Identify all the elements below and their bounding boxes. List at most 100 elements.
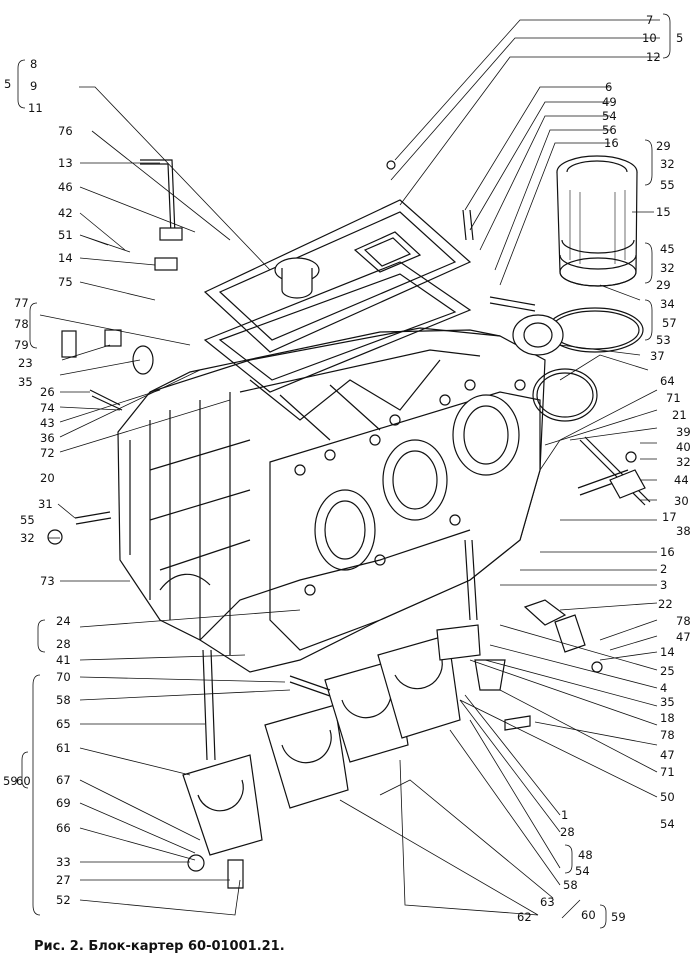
label-21: 21: [672, 408, 687, 422]
label-54a: 54: [602, 109, 617, 123]
label-3: 3: [660, 578, 667, 592]
label-28b: 28: [560, 825, 575, 839]
label-5-left: 5: [4, 77, 11, 91]
label-27: 27: [56, 873, 71, 887]
label-2: 2: [660, 562, 667, 576]
label-72: 72: [40, 446, 55, 460]
figure-caption: Рис. 2. Блок-картер 60-01001.21.: [34, 939, 285, 954]
label-20: 20: [40, 471, 55, 485]
label-53: 53: [656, 333, 671, 347]
cover-plate-drawing: [203, 199, 472, 393]
label-38: 38: [676, 524, 691, 538]
label-42: 42: [58, 206, 73, 220]
label-63: 63: [540, 895, 555, 909]
label-34: 34: [660, 297, 675, 311]
label-33: 33: [56, 855, 71, 869]
label-46: 46: [58, 180, 73, 194]
label-12: 12: [646, 50, 661, 64]
small-parts-drawing: [47, 159, 651, 889]
label-50: 50: [660, 790, 675, 804]
label-59-left: 59: [3, 774, 18, 788]
label-79: 79: [14, 338, 29, 352]
label-73: 73: [40, 574, 55, 588]
label-35-left: 35: [18, 375, 33, 389]
label-77: 77: [14, 296, 29, 310]
label-52: 52: [56, 893, 71, 907]
label-59-right: 59: [611, 910, 626, 924]
label-4: 4: [660, 681, 667, 695]
label-49: 49: [602, 95, 617, 109]
label-24: 24: [56, 614, 71, 628]
label-54b: 54: [660, 817, 675, 831]
label-58b: 58: [563, 878, 578, 892]
label-40: 40: [676, 440, 691, 454]
label-41: 41: [56, 653, 71, 667]
leader-lines: [39, 19, 660, 916]
label-78-left: 78: [14, 317, 29, 331]
label-23: 23: [18, 356, 33, 370]
label-56: 56: [602, 123, 617, 137]
label-47b: 47: [660, 748, 675, 762]
part-labels: 7 10 12 5 6 49 54 56 16 29 32 55 15 45 3…: [3, 13, 691, 924]
cylinder-block-drawing: [117, 327, 546, 673]
label-64: 64: [660, 374, 675, 388]
label-60-right: 60: [581, 908, 596, 922]
label-31: 31: [38, 497, 53, 511]
label-78b: 78: [660, 728, 675, 742]
label-32c: 32: [676, 455, 691, 469]
label-16b: 16: [660, 545, 675, 559]
label-71a: 71: [666, 391, 681, 405]
label-60-left: 60: [16, 774, 31, 788]
label-75: 75: [58, 275, 73, 289]
label-22: 22: [658, 597, 673, 611]
label-29a: 29: [656, 139, 671, 153]
label-10: 10: [642, 31, 657, 45]
label-30: 30: [674, 494, 689, 508]
label-32a: 32: [660, 157, 675, 171]
label-18: 18: [660, 711, 675, 725]
label-26: 26: [40, 385, 55, 399]
label-13: 13: [58, 156, 73, 170]
label-69: 69: [56, 796, 71, 810]
label-39: 39: [676, 425, 691, 439]
label-55b: 55: [20, 513, 35, 527]
label-45: 45: [660, 242, 675, 256]
label-36: 36: [40, 431, 55, 445]
label-5-right: 5: [676, 31, 683, 45]
label-7: 7: [646, 13, 653, 27]
label-17: 17: [662, 510, 677, 524]
label-32b: 32: [660, 261, 675, 275]
label-11: 11: [28, 101, 43, 115]
cylinder-liner-drawing: [556, 155, 638, 287]
label-66: 66: [56, 821, 71, 835]
label-29b: 29: [656, 278, 671, 292]
label-58a: 58: [56, 693, 71, 707]
label-28a: 28: [56, 637, 71, 651]
label-43: 43: [40, 416, 55, 430]
label-47a: 47: [676, 630, 691, 644]
braces: [17, 13, 671, 929]
label-62: 62: [517, 910, 532, 924]
label-1: 1: [561, 808, 568, 822]
label-6: 6: [605, 80, 612, 94]
label-76: 76: [58, 124, 73, 138]
label-65: 65: [56, 717, 71, 731]
label-57: 57: [662, 316, 677, 330]
label-48: 48: [578, 848, 593, 862]
label-44: 44: [674, 473, 689, 487]
label-35-right: 35: [660, 695, 675, 709]
label-14-right: 14: [660, 645, 675, 659]
label-14-left: 14: [58, 251, 73, 265]
label-15: 15: [656, 205, 671, 219]
label-78a: 78: [676, 614, 691, 628]
label-8: 8: [30, 57, 37, 71]
label-67: 67: [56, 773, 71, 787]
label-32d: 32: [20, 531, 35, 545]
label-25: 25: [660, 664, 675, 678]
label-55a: 55: [660, 178, 675, 192]
label-74: 74: [40, 401, 55, 415]
label-54c: 54: [575, 864, 590, 878]
label-71b: 71: [660, 765, 675, 779]
label-70: 70: [56, 670, 71, 684]
